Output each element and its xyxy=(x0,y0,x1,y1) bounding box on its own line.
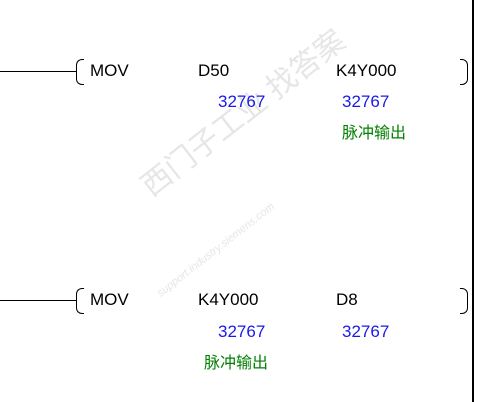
right-power-rail xyxy=(472,0,474,402)
watermark-site: support.industry.siemens.com xyxy=(155,200,277,300)
rung-1-bracket-right xyxy=(460,59,468,85)
rung-1-dest-comment: 脉冲输出 xyxy=(342,125,407,142)
rung-2-dest-operand[interactable]: D8 xyxy=(336,290,358,309)
rung-2-bracket-left xyxy=(76,288,84,314)
rung-1-source-value: 32767 xyxy=(218,92,266,111)
rung-1-source-operand[interactable]: D50 xyxy=(198,61,230,80)
rung-1-dest-operand[interactable]: K4Y000 xyxy=(336,61,397,80)
rung-2-instruction[interactable]: MOV xyxy=(90,290,129,309)
rung-2-source-comment: 脉冲输出 xyxy=(204,355,269,372)
rung-2-dest-value: 32767 xyxy=(342,322,390,341)
rung-1-wire xyxy=(0,71,76,72)
rung-2-source-operand[interactable]: K4Y000 xyxy=(198,290,259,309)
rung-1-dest-value: 32767 xyxy=(342,92,390,111)
rung-2-wire xyxy=(0,300,76,301)
rung-2-source-value: 32767 xyxy=(218,322,266,341)
rung-2-bracket-right xyxy=(460,288,468,314)
rung-1-instruction[interactable]: MOV xyxy=(90,61,129,80)
rung-1-bracket-left xyxy=(76,59,84,85)
